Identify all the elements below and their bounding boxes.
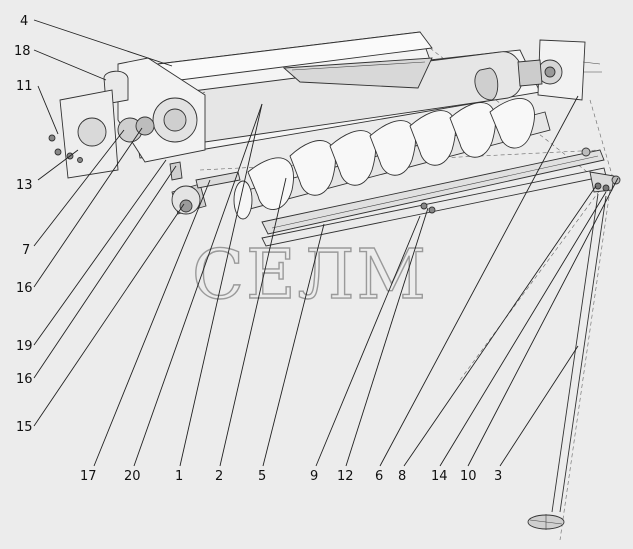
pull-rod bbox=[527, 193, 607, 530]
callout-16-upper: 16 bbox=[16, 281, 33, 296]
trough-bar bbox=[261, 149, 605, 235]
callout-16-lower: 16 bbox=[16, 372, 33, 387]
callout-17: 17 bbox=[80, 469, 97, 484]
watermark-text: СЕЛМ bbox=[192, 236, 428, 315]
callout-13: 13 bbox=[16, 178, 33, 193]
callout-labels: 4 18 11 13 7 16 19 16 15 17 20 1 2 5 9 1… bbox=[14, 14, 502, 484]
right-end-plate bbox=[517, 39, 602, 101]
left-end-plate bbox=[103, 57, 206, 163]
callout-11: 11 bbox=[16, 79, 33, 94]
callout-15: 15 bbox=[16, 420, 33, 435]
callout-1: 1 bbox=[175, 469, 183, 484]
callout-9: 9 bbox=[310, 469, 318, 484]
callout-5: 5 bbox=[258, 469, 266, 484]
callout-6: 6 bbox=[375, 469, 383, 484]
auger-screw bbox=[233, 98, 551, 220]
callout-3: 3 bbox=[494, 469, 502, 484]
callout-14: 14 bbox=[431, 469, 448, 484]
callout-19: 19 bbox=[16, 339, 33, 354]
callout-12: 12 bbox=[337, 469, 354, 484]
callout-8: 8 bbox=[398, 469, 406, 484]
leader-lines bbox=[33, 19, 619, 467]
sprocket bbox=[171, 183, 207, 215]
callout-10: 10 bbox=[460, 469, 477, 484]
drive-shaft bbox=[169, 161, 241, 189]
callout-2: 2 bbox=[215, 469, 223, 484]
callout-7: 7 bbox=[22, 243, 30, 258]
callout-4: 4 bbox=[20, 14, 28, 29]
callout-18: 18 bbox=[14, 44, 31, 59]
callout-20: 20 bbox=[124, 469, 141, 484]
